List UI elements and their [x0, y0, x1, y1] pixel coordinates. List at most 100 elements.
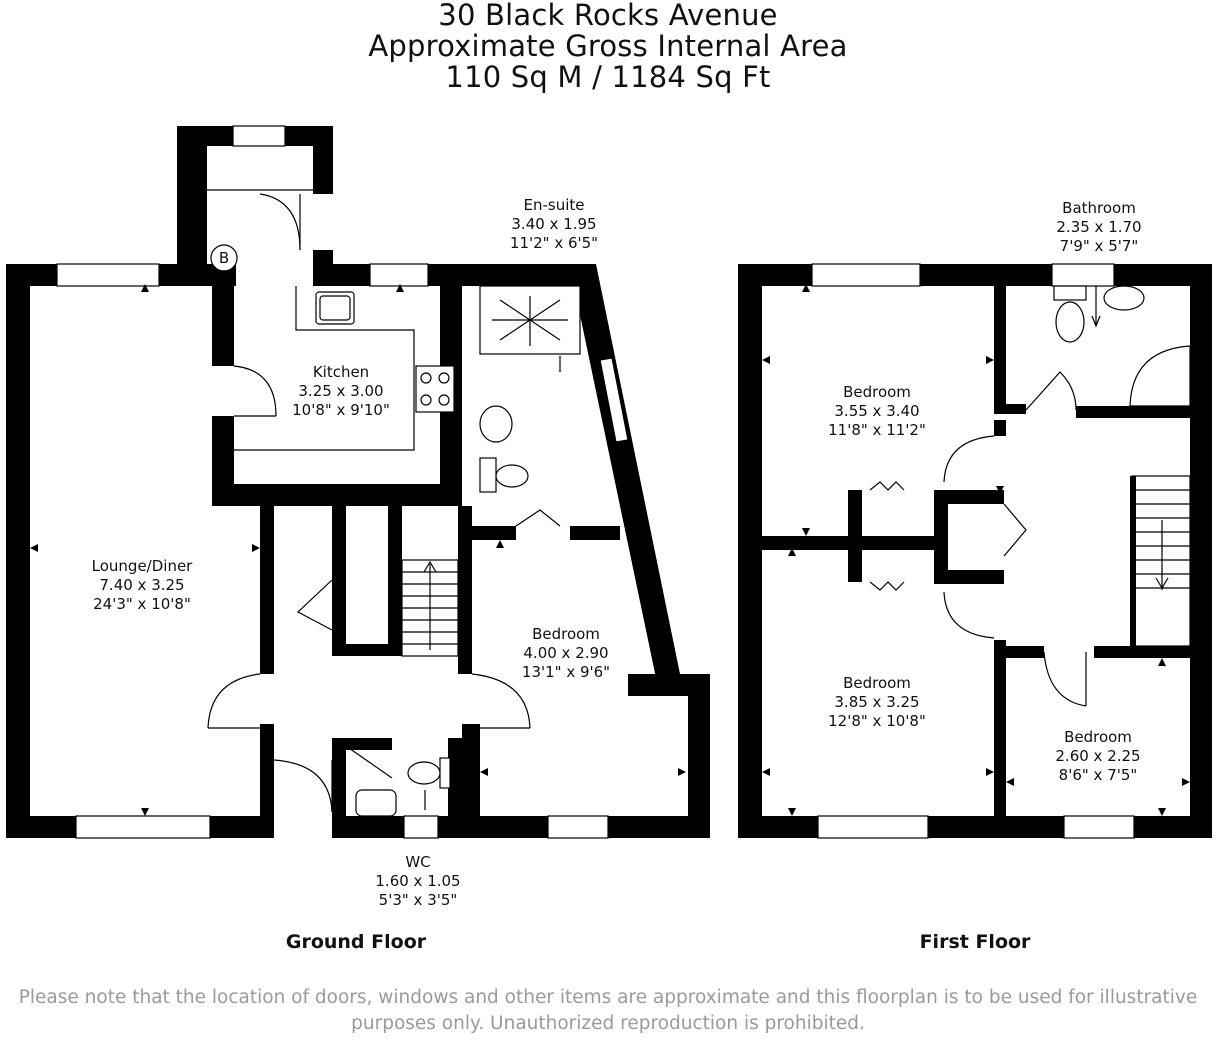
wall: [458, 506, 472, 674]
window: [403, 815, 439, 839]
window: [369, 263, 429, 287]
wall: [462, 724, 480, 838]
area-value: 110 Sq M / 1184 Sq Ft: [445, 60, 771, 94]
window: [1051, 263, 1115, 287]
disclaimer: Please note that the location of doors, …: [0, 985, 1216, 1037]
boiler-marker: B: [219, 249, 229, 267]
ensuite-name: En-suite: [524, 196, 585, 214]
wall: [994, 420, 1006, 436]
wall: [688, 674, 710, 838]
first-floor-plan: Bathroom 2.35 x 1.70 7'9" x 5'7" Bedroom…: [738, 199, 1212, 953]
bedroom-3-name: Bedroom: [1064, 728, 1132, 746]
basin: [355, 789, 397, 817]
kitchen-name: Kitchen: [313, 363, 369, 381]
shower: [1129, 345, 1191, 407]
ground-bedroom-imperial: 13'1" x 9'6": [522, 663, 610, 681]
staircase: [401, 559, 459, 657]
disclaimer-line-2: purposes only. Unauthorized reproduction…: [351, 1013, 865, 1034]
bedroom-2-name: Bedroom: [843, 674, 911, 692]
kitchen-imperial: 10'8" x 9'10": [292, 401, 390, 419]
wall: [448, 738, 462, 838]
wall: [332, 644, 400, 656]
wall: [738, 264, 762, 838]
staircase: [1130, 475, 1191, 647]
plan-title: 30 Black Rocks Avenue Approximate Gross …: [0, 0, 1216, 93]
wall: [738, 816, 1212, 838]
wall: [1190, 264, 1212, 838]
wall: [994, 286, 1006, 412]
hob: [415, 365, 455, 413]
disclaimer-line-1: Please note that the location of doors, …: [18, 987, 1198, 1008]
cistern: [439, 757, 451, 789]
wall: [212, 286, 234, 366]
wall: [260, 724, 274, 838]
basin: [479, 405, 513, 443]
wall: [212, 416, 234, 506]
ground-floor-label: Ground Floor: [286, 931, 427, 953]
ground-bedroom-name: Bedroom: [532, 625, 600, 643]
bedroom-3-imperial: 8'6" x 7'5": [1059, 766, 1138, 784]
first-floor-label: First Floor: [920, 931, 1031, 953]
ensuite-imperial: 11'2" x 6'5": [510, 234, 598, 252]
basin: [1103, 285, 1145, 311]
toilet: [407, 761, 441, 785]
wall: [570, 526, 620, 540]
wall: [260, 506, 274, 674]
bathroom-metric: 2.35 x 1.70: [1056, 218, 1141, 236]
wc-imperial: 5'3" x 3'5": [379, 891, 458, 909]
wall: [388, 506, 402, 656]
window: [547, 815, 609, 839]
wall: [738, 264, 1212, 286]
wall: [1094, 646, 1190, 658]
wall: [462, 526, 516, 540]
lounge-name: Lounge/Diner: [92, 557, 194, 575]
wall: [6, 264, 30, 838]
ensuite-metric: 3.40 x 1.95: [511, 215, 596, 233]
wall: [332, 816, 462, 838]
wall: [177, 126, 207, 286]
wall: [1006, 646, 1044, 658]
cistern: [1053, 285, 1087, 301]
ground-bedroom-metric: 4.00 x 2.90: [523, 644, 608, 662]
lounge-imperial: 24'3" x 10'8": [93, 595, 191, 613]
wall: [994, 640, 1006, 816]
bedroom-3-metric: 2.60 x 2.25: [1055, 747, 1140, 765]
toilet: [495, 464, 529, 488]
wall: [332, 506, 346, 656]
window: [599, 357, 629, 443]
window: [75, 815, 211, 839]
wall: [848, 536, 948, 550]
lounge-metric: 7.40 x 3.25: [99, 576, 184, 594]
wall: [212, 484, 462, 506]
cistern: [479, 457, 497, 493]
wall: [934, 490, 1004, 504]
wall: [332, 738, 392, 750]
bathroom-imperial: 7'9" x 5'7": [1060, 237, 1139, 255]
area-heading: Approximate Gross Internal Area: [368, 29, 848, 63]
bedroom-1-imperial: 11'8" x 11'2": [828, 421, 926, 439]
bedroom-1-metric: 3.55 x 3.40: [834, 402, 919, 420]
wall: [313, 126, 333, 194]
bedroom-2-imperial: 12'8" x 10'8": [828, 712, 926, 730]
window: [232, 125, 286, 147]
ground-floor-plan: B: [6, 125, 710, 953]
wc-name: WC: [405, 853, 430, 871]
kitchen-metric: 3.25 x 3.00: [298, 382, 383, 400]
window: [56, 263, 160, 287]
bathroom-name: Bathroom: [1062, 199, 1136, 217]
wall: [440, 264, 680, 678]
toilet: [1055, 301, 1085, 343]
window: [811, 263, 921, 287]
wc-metric: 1.60 x 1.05: [375, 872, 460, 890]
address: 30 Black Rocks Avenue: [438, 0, 778, 32]
wall: [994, 404, 1026, 414]
boiler: [210, 244, 238, 272]
window: [817, 815, 929, 839]
wall: [1130, 476, 1136, 646]
wall: [332, 738, 346, 838]
wall: [1076, 406, 1190, 418]
window: [1063, 815, 1135, 839]
wall: [762, 536, 854, 550]
wall: [934, 570, 1004, 584]
